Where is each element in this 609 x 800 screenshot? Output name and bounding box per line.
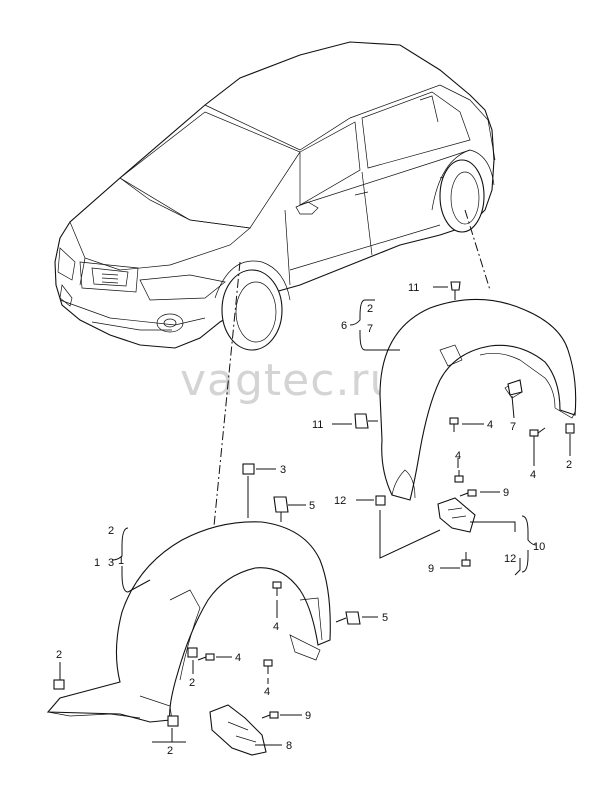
callout-8: 8	[286, 740, 292, 752]
callout-5b: 5	[382, 612, 388, 624]
callout-2b: 2	[189, 677, 195, 689]
callout-3b: 3	[280, 464, 286, 476]
rear-cap-7	[507, 379, 523, 396]
rear-clip-2	[565, 423, 575, 434]
callout-11a: 11	[408, 282, 419, 294]
rear-arch-leader	[464, 209, 491, 291]
front-clip-5-right	[335, 611, 361, 625]
callout-1: 1	[118, 555, 124, 567]
callout-12a: 12	[334, 495, 346, 507]
callout-9b: 9	[503, 487, 509, 499]
watermark: vagtec.ru	[180, 355, 398, 406]
front-arch-leader	[213, 261, 241, 527]
front-screw-4-low	[263, 659, 273, 674]
callout-9a: 9	[305, 710, 311, 722]
callout-10: 10	[533, 541, 545, 553]
rear-fastener-11-left	[354, 413, 378, 429]
rear-wheel-housing-liner	[379, 298, 577, 501]
callout-6: 6	[341, 320, 347, 332]
callout-4c: 4	[264, 686, 270, 698]
front-screw-4-mid	[272, 581, 282, 596]
front-clip-2-left	[53, 679, 65, 690]
callout-4b: 4	[235, 652, 241, 664]
callout-12b: 12	[504, 553, 516, 565]
callout-1-label: 1	[94, 557, 100, 569]
callout-7b: 7	[510, 421, 516, 433]
front-clip-5-top	[273, 496, 289, 522]
rear-screw-4a	[449, 417, 459, 432]
callout-4f: 4	[455, 450, 461, 462]
rear-fastener-11-top	[450, 281, 461, 300]
front-screw-4-left	[197, 653, 215, 661]
front-clip-3	[242, 463, 255, 475]
rear-screw-4b	[454, 470, 464, 483]
callout-2c: 2	[56, 649, 62, 661]
front-screw-9	[261, 711, 279, 719]
rear-clip-12	[375, 495, 386, 506]
callout-2f: 2	[566, 459, 572, 471]
callout-7a: 7	[367, 323, 373, 335]
callout-9c: 9	[428, 563, 434, 575]
front-clip-2-low	[167, 715, 179, 727]
rear-mud-flap	[437, 497, 476, 533]
front-mud-flap	[209, 704, 267, 756]
rear-screw-9a	[459, 489, 477, 497]
car-illustration	[54, 41, 496, 351]
callout-11b: 11	[312, 419, 323, 431]
callout-2d: 2	[167, 745, 173, 757]
callout-4d: 4	[487, 419, 493, 431]
front-clip-2-mid	[187, 647, 198, 658]
rear-screw-9b	[461, 552, 471, 567]
callout-3a: 3	[108, 557, 114, 569]
rear-screw-4c	[529, 427, 546, 437]
front-wheel-housing-liner	[46, 521, 331, 723]
callout-2a: 2	[108, 525, 114, 537]
callout-4e: 4	[530, 469, 536, 481]
callout-5a: 5	[309, 500, 315, 512]
callout-4a: 4	[273, 621, 279, 633]
callout-2e: 2	[367, 303, 373, 315]
